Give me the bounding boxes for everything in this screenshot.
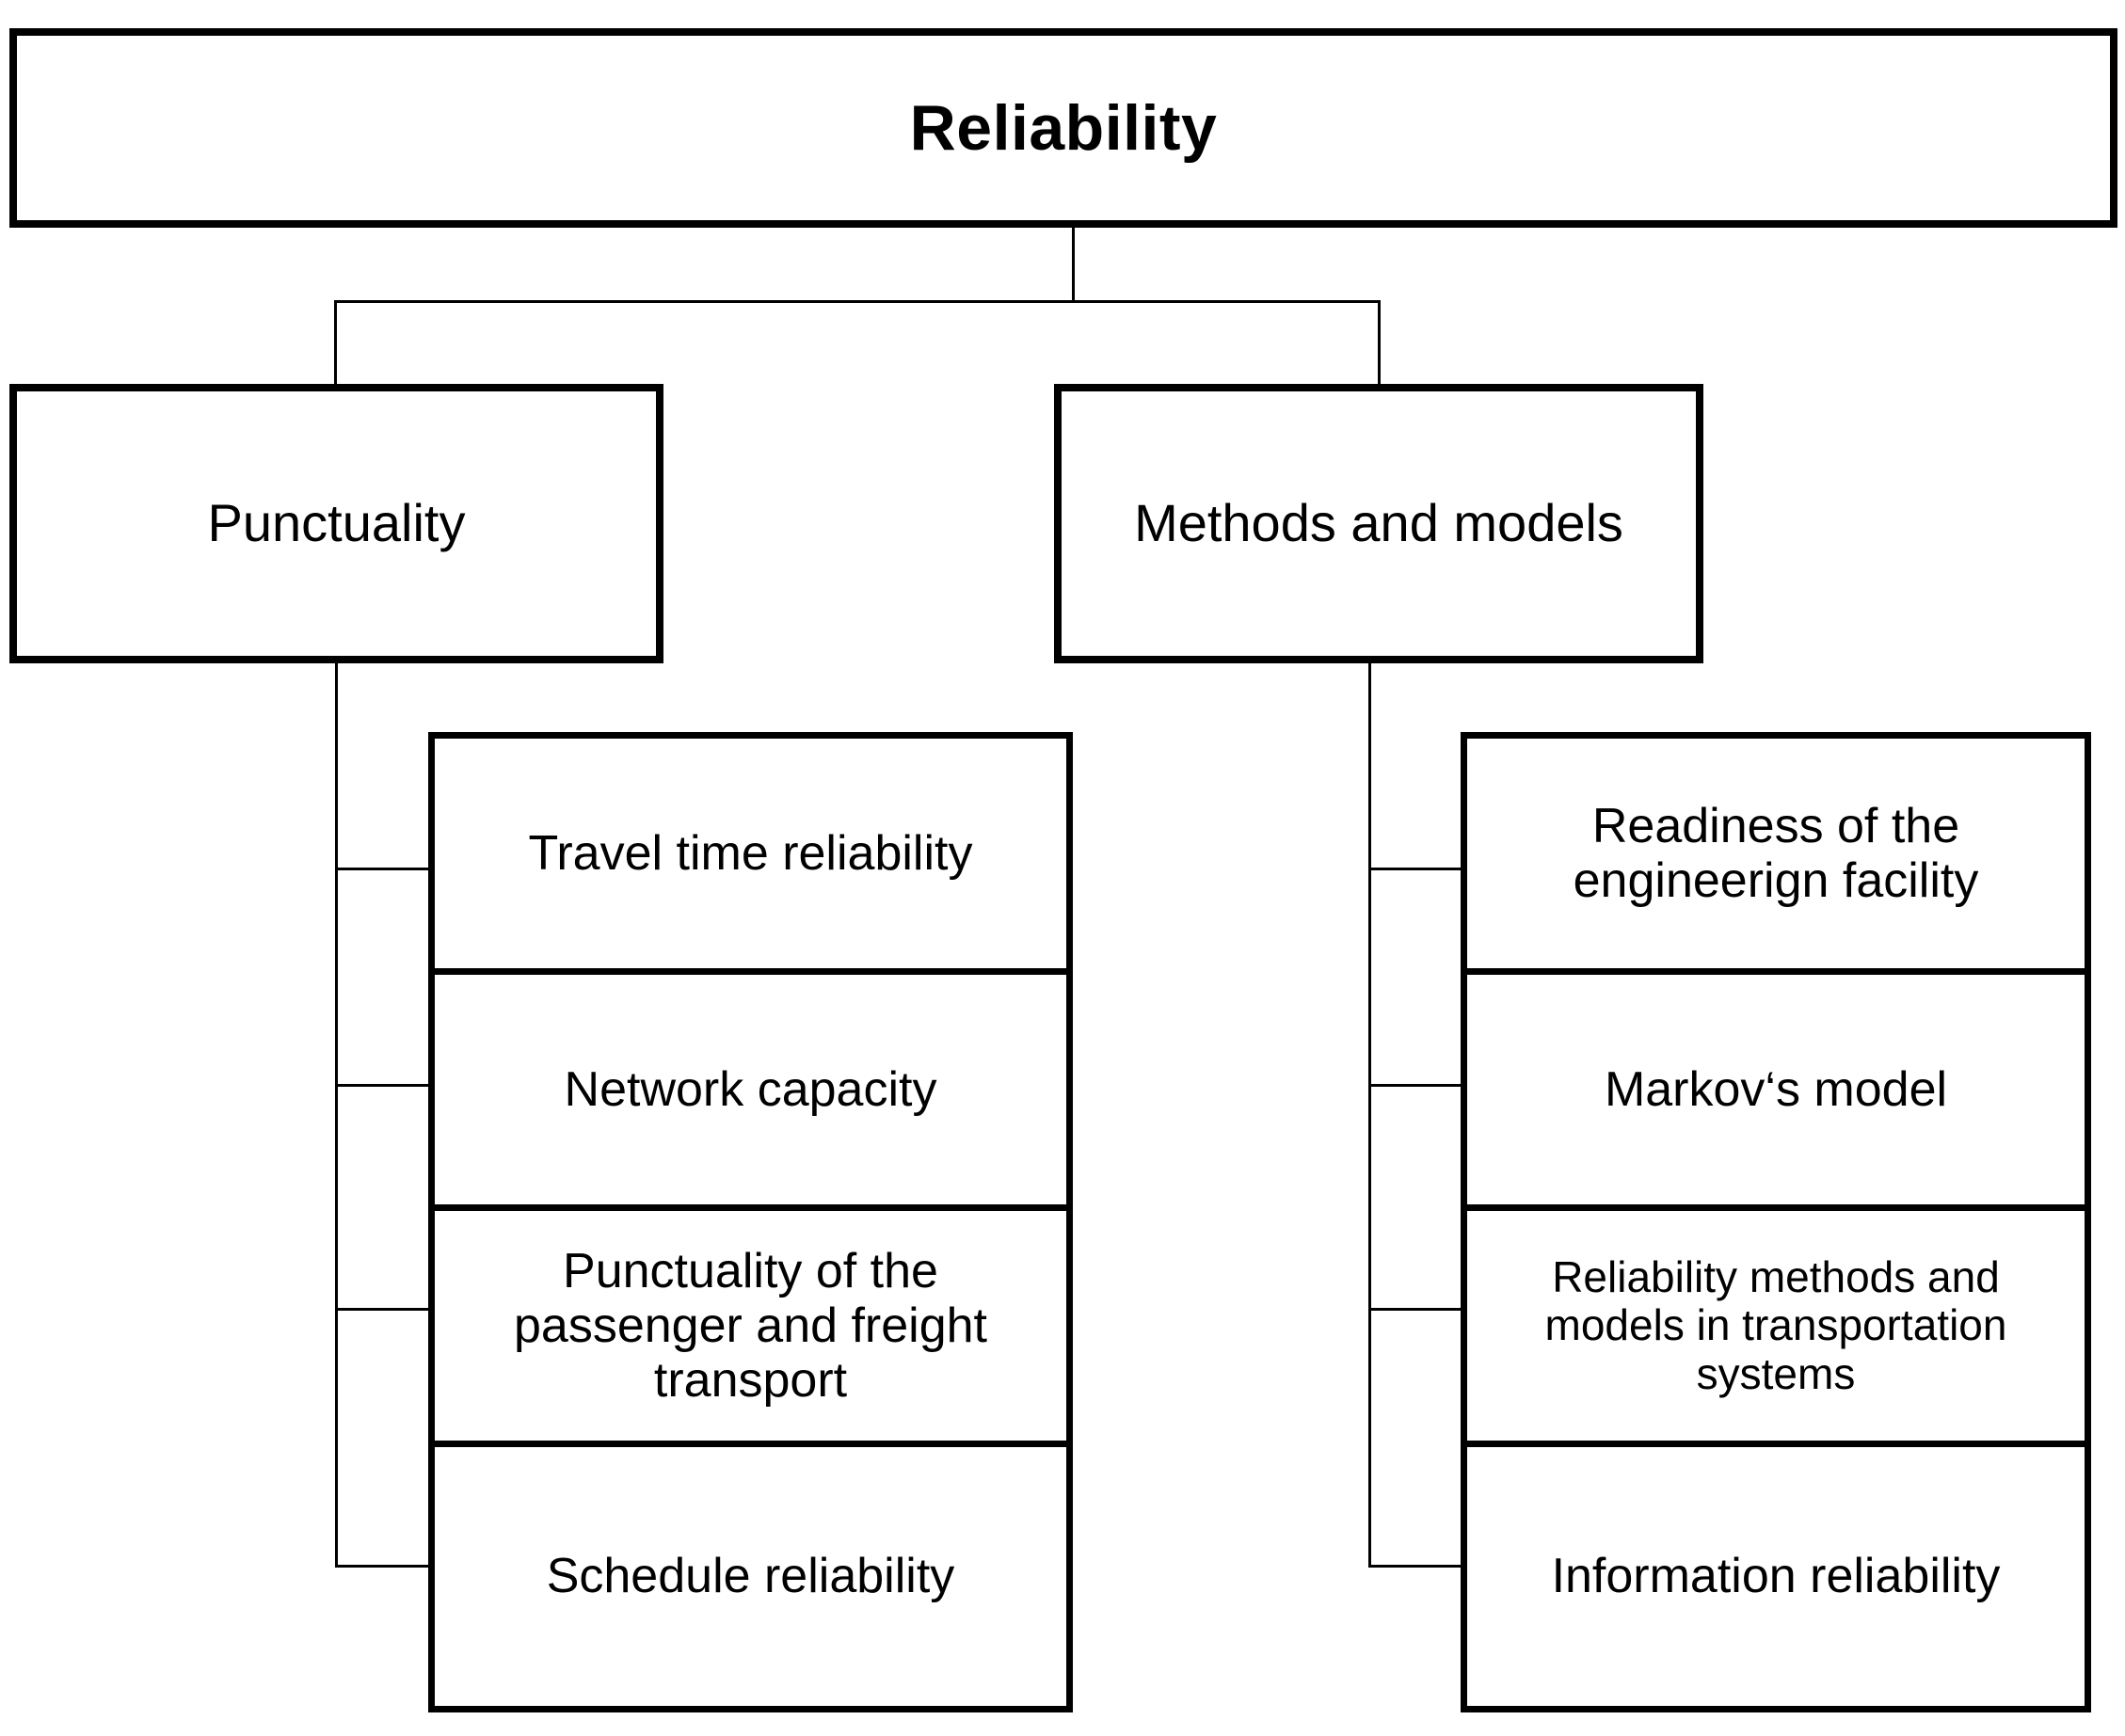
- node-label-root: Reliability: [909, 91, 1218, 164]
- connector-right-rung-4: [1368, 1565, 1462, 1568]
- node-label-markovs-model: Markov‘s model: [1604, 1061, 1948, 1117]
- node-readiness-engineering-facility: Readiness of the engineerign facility: [1461, 732, 2091, 975]
- node-label-network-capacity: Network capacity: [564, 1061, 937, 1117]
- node-label-travel-time-reliability: Travel time reliability: [528, 825, 973, 881]
- node-label-schedule-reliability: Schedule reliability: [546, 1549, 955, 1604]
- node-label-information-reliability: Information reliability: [1551, 1549, 2001, 1604]
- connector-to-methods: [1378, 300, 1381, 387]
- node-methods-and-models: Methods and models: [1054, 384, 1703, 663]
- connector-left-rung-5: [335, 1565, 429, 1568]
- connector-to-punctuality: [334, 300, 337, 387]
- connector-right-rung-3: [1368, 1308, 1462, 1311]
- connector-right-spine-lower: [1368, 1075, 1371, 1567]
- node-label-reliability-methods-transportation: Reliability methods and models in transp…: [1544, 1251, 2007, 1398]
- node-schedule-reliability: Schedule reliability: [428, 1441, 1073, 1712]
- connector-right-rung-1: [1368, 868, 1462, 870]
- connector-root-stem: [1072, 228, 1075, 303]
- node-travel-time-reliability: Travel time reliability: [428, 732, 1073, 975]
- connector-left-spine: [335, 663, 338, 1077]
- connector-left-spine-lower: [335, 1075, 338, 1567]
- node-punctuality: Punctuality: [9, 384, 663, 663]
- connector-left-rung-3: [335, 1308, 429, 1311]
- node-label-punctuality-passenger-freight: Punctuality of the passenger and freight…: [513, 1243, 987, 1409]
- node-reliability-root: Reliability: [9, 28, 2117, 228]
- connector-right-rung-2: [1368, 1084, 1462, 1087]
- node-markovs-model: Markov‘s model: [1461, 968, 2091, 1211]
- node-label-methods-and-models: Methods and models: [1134, 493, 1623, 553]
- node-information-reliability: Information reliability: [1461, 1441, 2091, 1712]
- node-network-capacity: Network capacity: [428, 968, 1073, 1211]
- node-label-readiness-engineering-facility: Readiness of the engineerign facility: [1573, 798, 1979, 908]
- node-punctuality-passenger-freight: Punctuality of the passenger and freight…: [428, 1204, 1073, 1447]
- connector-left-rung-1: [335, 868, 429, 870]
- connector-left-rung-2: [335, 1084, 429, 1087]
- node-label-punctuality: Punctuality: [207, 493, 466, 553]
- connector-right-spine: [1368, 663, 1371, 1077]
- node-reliability-methods-transportation: Reliability methods and models in transp…: [1461, 1204, 2091, 1447]
- connector-root-crossbar: [334, 300, 1381, 303]
